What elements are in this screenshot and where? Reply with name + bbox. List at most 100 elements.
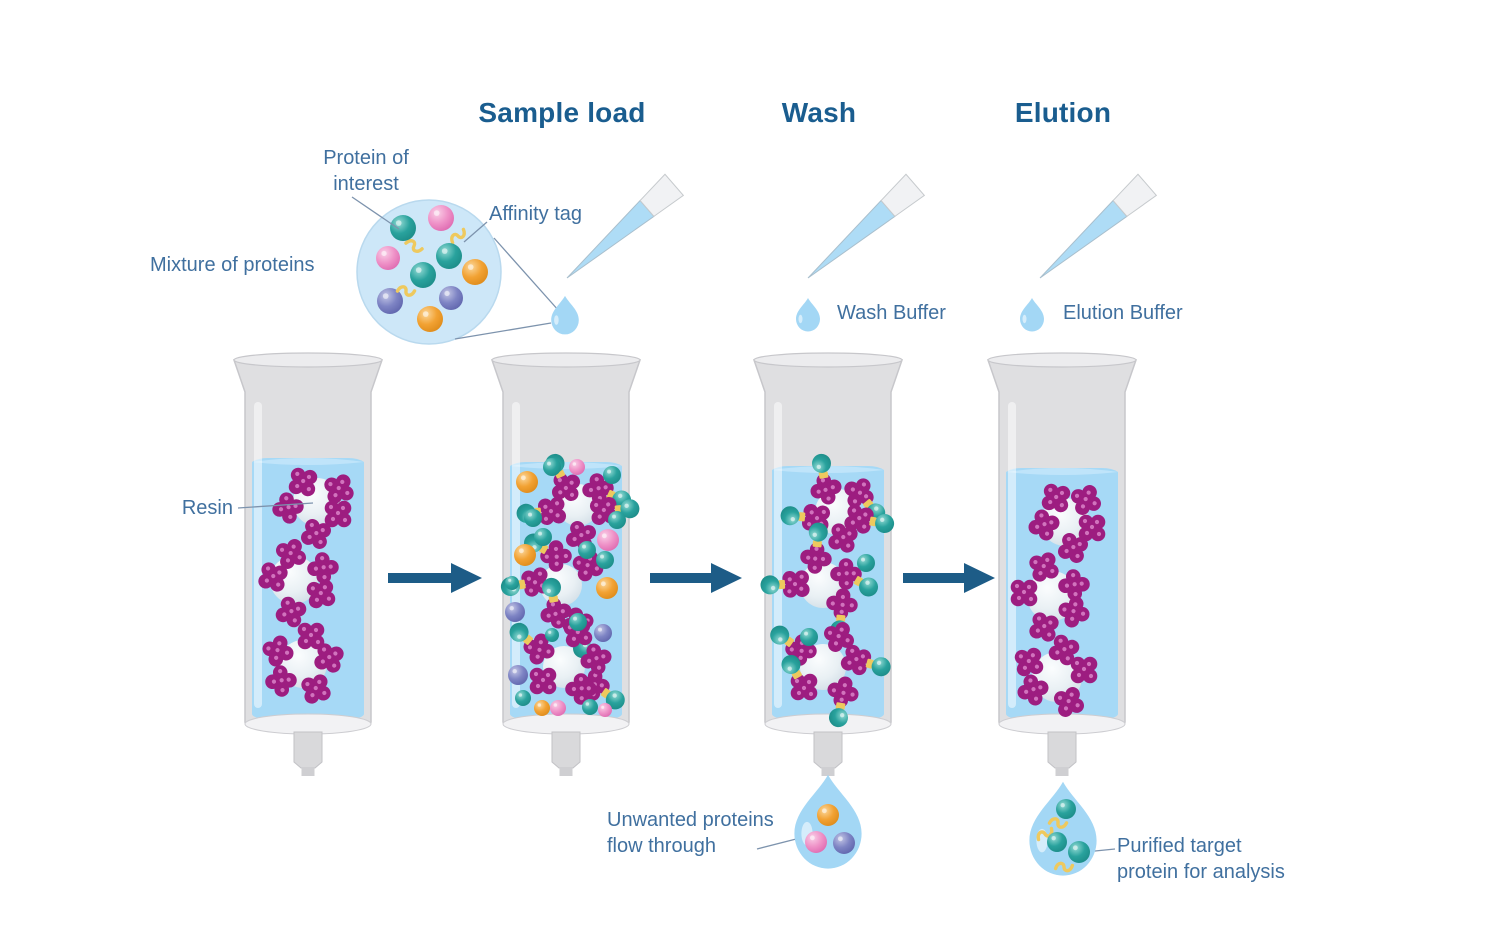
resin-cluster-icon: [790, 673, 818, 701]
protein-pink: [428, 205, 454, 231]
resin-cluster-icon: [537, 496, 567, 526]
label-purified-target: Purified target protein for analysis: [1117, 833, 1337, 885]
affinity-tag-icon: [1053, 861, 1075, 873]
protein-pink: [597, 529, 619, 551]
resin-cluster-icon: [307, 552, 339, 584]
resin-cluster-icon: [1070, 656, 1098, 684]
protein-teal: [390, 215, 416, 241]
resin-cluster-icon: [288, 467, 318, 497]
stage-title-wash: Wash: [781, 97, 857, 128]
protein-teal: [515, 690, 531, 706]
protein-teal: [543, 458, 561, 476]
bound-protein-icon: [770, 625, 817, 666]
resin-cluster-icon: [1054, 687, 1084, 717]
protein-teal: [1047, 832, 1067, 852]
resin-cluster-icon: [324, 500, 352, 528]
resin-cluster-icon: [258, 562, 288, 592]
protein-teal: [800, 628, 818, 646]
resin-cluster-icon: [314, 643, 344, 673]
stage-title-elution: Elution: [1014, 97, 1112, 128]
resin-cluster-icon: [844, 478, 874, 508]
protein-blue: [439, 286, 463, 310]
protein-teal: [436, 243, 462, 269]
resin-cluster-icon: [1017, 674, 1049, 706]
resin-cluster-icon: [297, 622, 325, 650]
resin-cluster-icon: [782, 570, 810, 598]
label-elution-buffer: Elution Buffer: [1063, 302, 1183, 324]
label-unwanted-proteins-line2: flow through: [607, 835, 716, 857]
label-protein-of-interest: Protein of interest: [291, 145, 441, 197]
resin-cluster-icon: [565, 673, 597, 705]
protein-teal: [569, 613, 587, 631]
resin-cluster-icon: [262, 635, 294, 667]
resin-cluster-icon: [1029, 612, 1059, 642]
flow-arrow: [903, 563, 995, 593]
bound-protein-icon: [827, 676, 859, 728]
bound-protein-icon: [800, 522, 832, 574]
protein-pink: [376, 246, 400, 270]
protein-teal: [603, 466, 621, 484]
label-protein-of-interest-line1: Protein of: [323, 147, 409, 169]
affinity-tag-icon: [1047, 817, 1069, 829]
resin-cluster-icon: [840, 644, 872, 676]
protein-teal: [608, 511, 626, 529]
stage-title-sample-load: Sample load: [478, 97, 646, 128]
resin-cluster-icon: [275, 596, 307, 628]
callout-line: [454, 322, 552, 340]
resin-cluster-icon: [1058, 533, 1088, 563]
resin-cluster-icon: [324, 474, 354, 504]
affinity-tag-icon: [450, 227, 466, 245]
resin-cluster-icon: [824, 622, 854, 652]
resin-cluster-icon: [521, 567, 551, 597]
resin-cluster-icon: [1058, 596, 1090, 628]
bound-protein-icon: [840, 644, 891, 677]
resin-cluster-icon: [1014, 647, 1044, 677]
pipette-tip-icon-sample: [566, 173, 685, 279]
resin-cluster-icon: [529, 667, 557, 695]
affinity-tag-icon: [404, 239, 424, 253]
protein-teal: [857, 554, 875, 572]
protein-pink: [569, 459, 585, 475]
resin-cluster-icon: [828, 523, 858, 553]
protein-orange: [514, 544, 536, 566]
label-unwanted-proteins: Unwanted proteins flow through: [607, 807, 827, 859]
resin-cluster-icon: [1058, 569, 1090, 601]
protein-teal: [534, 528, 552, 546]
wash-buffer-droplet: [796, 298, 820, 332]
protein-orange: [596, 577, 618, 599]
resin-cluster-icon: [1041, 483, 1071, 513]
label-mixture-of-proteins: Mixture of proteins: [150, 254, 315, 276]
bound-protein-icon: [540, 577, 572, 629]
resin-cluster-icon: [272, 492, 304, 524]
sample-droplet: [551, 295, 579, 335]
protein-blue: [377, 288, 403, 314]
resin-cluster-icon: [301, 674, 331, 704]
flow-arrow: [650, 563, 742, 593]
resin-cluster-icon: [1010, 579, 1038, 607]
label-unwanted-proteins-line1: Unwanted proteins: [607, 809, 774, 831]
label-purified-target-line2: protein for analysis: [1117, 861, 1285, 883]
protein-blue: [508, 665, 528, 685]
bound-protein-icon: [844, 504, 895, 534]
bound-protein-icon: [760, 570, 810, 598]
resin-cluster-icon: [580, 643, 612, 675]
protein-orange: [817, 804, 839, 826]
bound-protein-icon: [781, 654, 818, 701]
artwork-layer: [232, 173, 1158, 876]
resin-cluster-icon: [301, 519, 331, 549]
label-purified-target-line1: Purified target: [1117, 835, 1242, 857]
bound-protein-icon: [844, 478, 886, 523]
protein-orange: [462, 259, 488, 285]
resin-cluster-icon: [1071, 485, 1101, 515]
resin-cluster-icon: [306, 579, 336, 609]
affinity-tag-icon: [395, 285, 417, 297]
affinity-tag-icon: [1036, 826, 1054, 842]
bound-protein-icon: [810, 453, 842, 505]
callout-line: [493, 237, 560, 312]
label-resin: Resin: [181, 497, 233, 519]
protein-pink: [550, 700, 566, 716]
resin-cluster-icon: [265, 665, 297, 697]
label-protein-of-interest-line2: interest: [333, 173, 399, 195]
